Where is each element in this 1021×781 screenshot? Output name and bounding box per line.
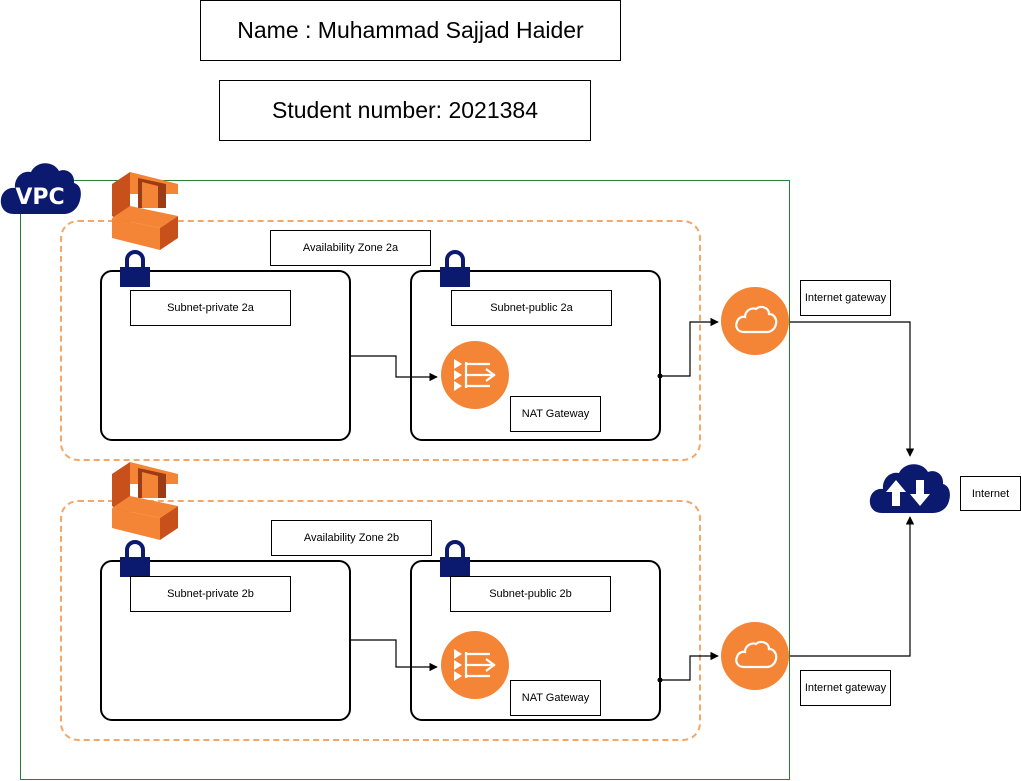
internet-gateway-label-2a: Internet gateway: [800, 280, 891, 316]
availability-zone-2b: [60, 500, 701, 741]
student-number-label: Student number: 2021384: [219, 80, 591, 141]
subnet-public-2b-label: Subnet-public 2b: [450, 576, 611, 612]
lock-icon: [120, 250, 150, 287]
az-label-2b: Availability Zone 2b: [271, 520, 432, 556]
subnet-private-2b-label: Subnet-private 2b: [130, 576, 291, 612]
subnet-private-2a-label: Subnet-private 2a: [130, 290, 291, 326]
vpc-container: [20, 180, 790, 780]
vpc-cloud-icon: VPC: [0, 163, 81, 214]
igw-to-internet-2b-connector: [790, 516, 915, 657]
nat-gateway-label-2a: NAT Gateway: [510, 396, 601, 432]
nat-gateway-icon: [441, 341, 509, 409]
internet-label: Internet: [960, 476, 1021, 511]
igw-to-internet-2a-connector: [790, 321, 915, 457]
lock-icon: [120, 540, 150, 577]
lock-icon: [440, 540, 470, 577]
nat-gateway-label-2b: NAT Gateway: [510, 680, 601, 716]
internet-gateway-icon: [721, 287, 789, 355]
internet-cloud-icon: [869, 464, 950, 513]
availability-zone-icon: [112, 462, 178, 540]
internet-gateway-label-2b: Internet gateway: [800, 670, 891, 706]
name-label: Name : Muhammad Sajjad Haider: [200, 0, 621, 61]
vpc-label: VPC: [15, 185, 64, 210]
az-label-2a: Availability Zone 2a: [270, 230, 431, 266]
nat-gateway-icon: [441, 631, 509, 699]
availability-zone-icon: [112, 172, 178, 250]
lock-icon: [440, 250, 470, 287]
internet-gateway-icon: [721, 622, 789, 690]
subnet-public-2a-label: Subnet-public 2a: [451, 290, 612, 326]
